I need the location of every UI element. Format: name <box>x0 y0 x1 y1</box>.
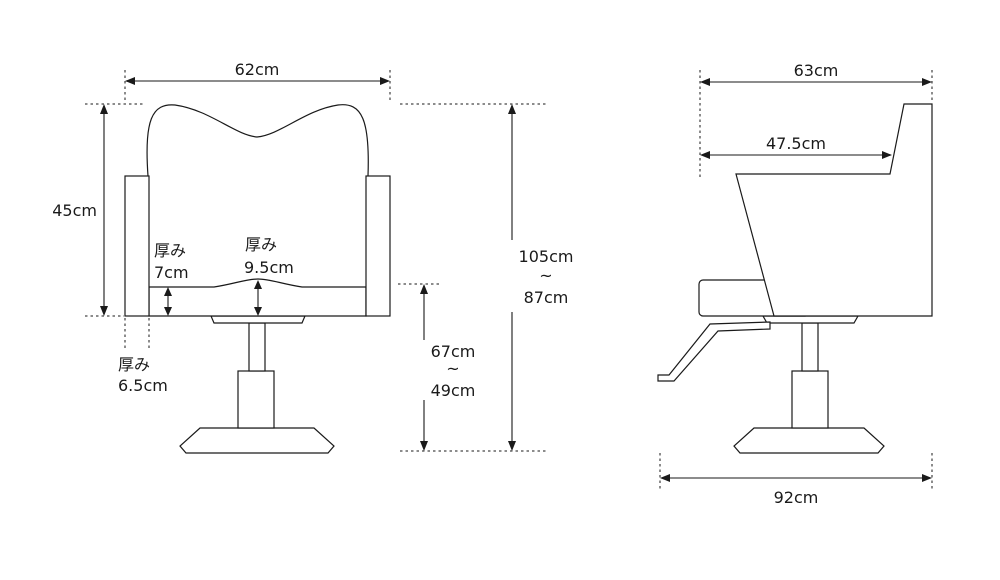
base-length-dimension <box>659 453 933 490</box>
backrest-height-dimension <box>85 103 143 317</box>
side-upper-column <box>801 322 819 372</box>
total-height-dimension <box>400 103 548 452</box>
side-chair-body <box>735 103 933 317</box>
side-width-label: 63cm <box>794 61 839 80</box>
seat-depth-label: 47.5cm <box>766 134 826 153</box>
armrest-thickness-value: 7cm <box>154 263 189 282</box>
base-length-label: 92cm <box>774 488 819 507</box>
side-lower-column <box>791 370 829 429</box>
side-footrest-lever <box>657 321 771 382</box>
seat-height-separator: ~ <box>446 359 459 378</box>
side-view-chair <box>657 103 933 454</box>
front-left-armrest <box>124 175 150 317</box>
side-thickness-title: 厚み <box>118 355 150 374</box>
front-seat-plate <box>210 315 306 324</box>
seat-depth-dimension <box>700 151 892 159</box>
seat-thickness-value: 9.5cm <box>244 258 294 277</box>
side-seat-plate <box>761 315 860 324</box>
total-height-max: 105cm <box>519 247 574 266</box>
front-base <box>179 427 335 454</box>
total-height-separator: ~ <box>539 266 552 285</box>
backrest-height-label: 45cm <box>52 201 97 220</box>
seat-thickness-dimension <box>254 280 262 316</box>
front-width-dimension <box>124 70 391 103</box>
front-width-label: 62cm <box>235 60 280 79</box>
side-base <box>733 427 885 454</box>
seat-height-dimension <box>398 283 440 451</box>
side-thickness-guides <box>124 318 150 348</box>
side-width-dimension <box>699 70 933 178</box>
seat-height-max: 67cm <box>431 342 476 361</box>
armrest-thickness-title: 厚み <box>154 241 186 260</box>
front-lower-column <box>237 370 275 429</box>
total-height-min: 87cm <box>524 288 569 307</box>
front-upper-column <box>248 322 266 372</box>
armrest-thickness-dimension <box>164 287 172 316</box>
seat-height-min: 49cm <box>431 381 476 400</box>
seat-thickness-title: 厚み <box>245 235 277 254</box>
side-thickness-value: 6.5cm <box>118 376 168 395</box>
front-backrest <box>146 104 369 177</box>
front-right-armrest <box>365 175 391 317</box>
